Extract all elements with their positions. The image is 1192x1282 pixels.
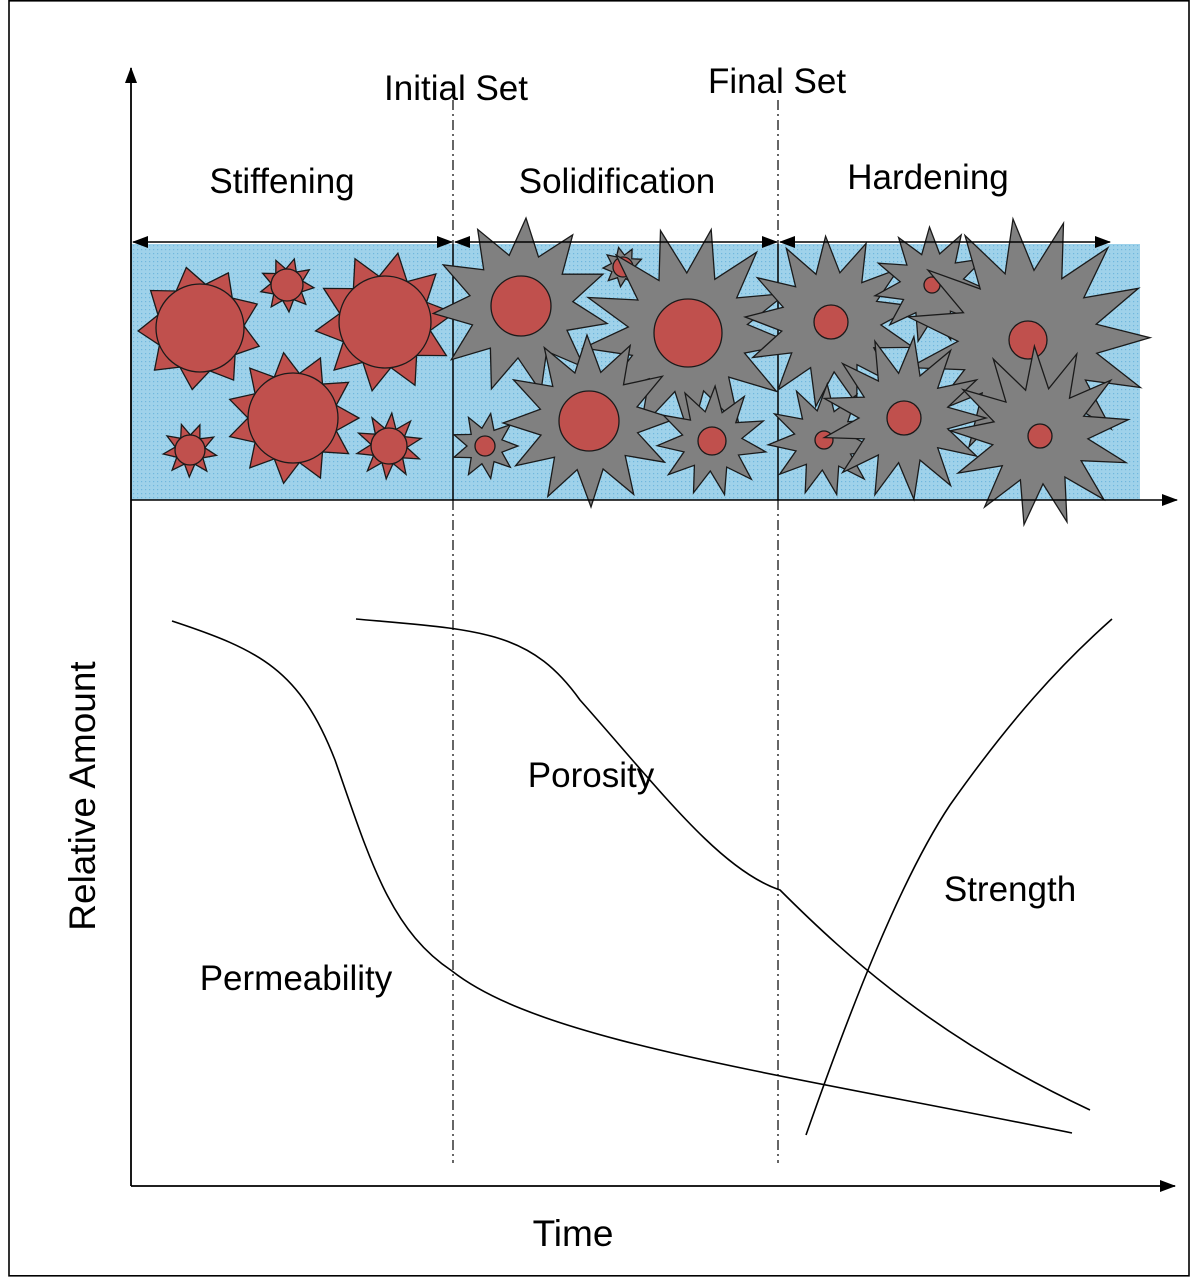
initial-set-label: Initial Set <box>384 69 528 108</box>
cement-particles <box>136 216 1153 528</box>
strength-curve <box>805 618 1113 1136</box>
cement-grain-core <box>270 268 304 302</box>
cement-grain-core <box>338 275 432 369</box>
cement-grain-core <box>155 283 245 373</box>
permeability-label: Permeability <box>200 959 393 998</box>
cement-grain-core <box>558 390 620 452</box>
cement-grain-core <box>697 426 727 456</box>
x-axis-label: Time <box>533 1213 614 1254</box>
cement-grain-core <box>653 298 723 368</box>
cement-grain-core <box>370 427 408 465</box>
cement-grain-core <box>474 435 496 457</box>
cement-grain-core <box>490 275 552 337</box>
cement-grain-core <box>886 400 922 436</box>
stiffening-label: Stiffening <box>209 162 354 201</box>
cement-grain-core <box>813 304 849 340</box>
cement-grain-core <box>247 372 339 464</box>
y-axis-label: Relative Amount <box>62 661 103 931</box>
hardening-label: Hardening <box>847 158 1009 197</box>
cement-grain-core <box>1008 320 1048 360</box>
cement-grain-core <box>174 434 206 466</box>
strength-label: Strength <box>944 870 1076 909</box>
final-set-label: Final Set <box>708 62 846 101</box>
permeability-curve <box>171 620 1073 1134</box>
solidification-label: Solidification <box>519 162 716 201</box>
porosity-curve <box>355 618 1091 1111</box>
outer-frame <box>8 0 1190 1277</box>
porosity-label: Porosity <box>528 756 655 795</box>
cement-grain-core <box>1027 423 1053 449</box>
